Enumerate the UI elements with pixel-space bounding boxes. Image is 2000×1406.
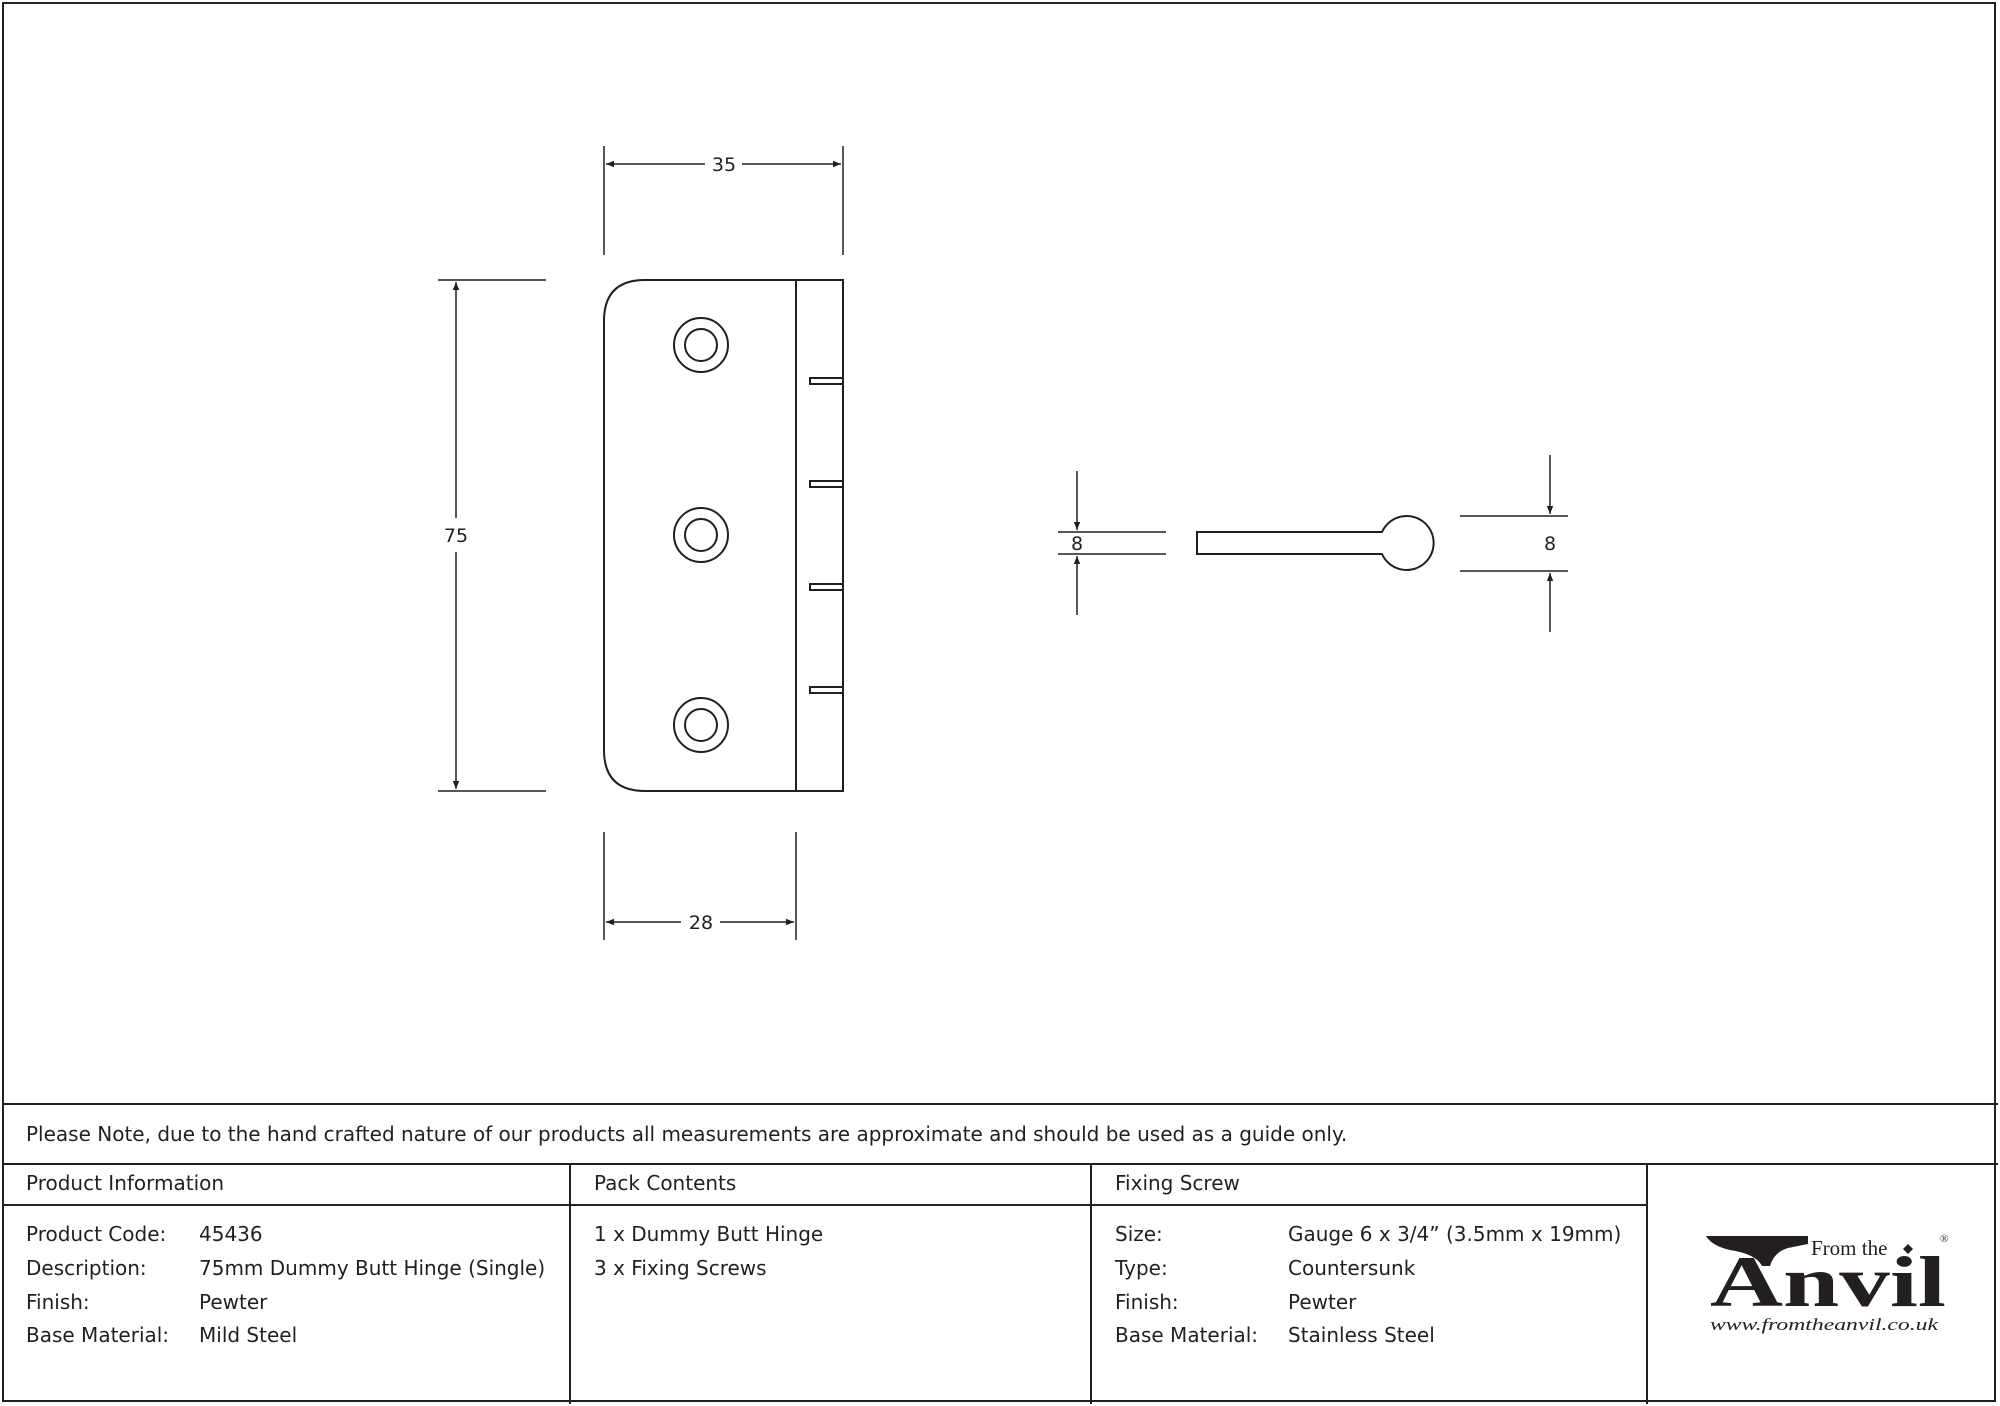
title-block-top-border	[2, 1103, 1998, 1105]
hinge-body	[603, 279, 844, 792]
anvil-icon	[1706, 1236, 1808, 1266]
pack-item-hinge: 1 x Dummy Butt Hinge	[594, 1222, 824, 1246]
screw-hole-top-inner	[684, 328, 718, 362]
dimension-width-bottom: 28	[689, 912, 713, 934]
screw-base-material-value: Stainless Steel	[1288, 1323, 1435, 1347]
logo-brand: Anvil	[1710, 1242, 1946, 1322]
screw-size-label: Size:	[1115, 1222, 1163, 1246]
knuckle-slot-4	[809, 686, 844, 694]
logo-from-the: From the	[1811, 1236, 1887, 1260]
dimension-thickness-right: 8	[1544, 533, 1556, 555]
base-material-value: Mild Steel	[199, 1323, 298, 1347]
column-divider-1	[569, 1163, 571, 1404]
description-value: 75mm Dummy Butt Hinge (Single)	[199, 1256, 546, 1280]
screw-type-label: Type:	[1115, 1256, 1168, 1280]
note-divider	[2, 1163, 1998, 1165]
screw-hole-bottom-inner	[684, 708, 718, 742]
header-divider	[2, 1204, 1648, 1206]
column-divider-3	[1646, 1163, 1648, 1404]
from-the-anvil-logo: From the ® Anvil www.fromtheanvil.co.uk	[1706, 1233, 1948, 1334]
finish-value: Pewter	[199, 1290, 268, 1314]
dimension-height-left: 75	[444, 525, 468, 547]
description-label: Description:	[26, 1256, 147, 1280]
pack-item-screws: 3 x Fixing Screws	[594, 1256, 767, 1280]
screw-base-material-label: Base Material:	[1115, 1323, 1259, 1347]
hinge-side-profile	[1196, 515, 1435, 571]
screw-finish-value: Pewter	[1288, 1290, 1357, 1314]
dimension-thickness-left: 8	[1071, 533, 1083, 555]
column-divider-2	[1090, 1163, 1092, 1404]
product-information-header: Product Information	[26, 1171, 225, 1195]
fixing-screw-header: Fixing Screw	[1115, 1171, 1240, 1195]
screw-hole-top-outer	[673, 317, 729, 373]
logo-registered: ®	[1940, 1233, 1948, 1245]
product-code-value: 45436	[199, 1222, 263, 1246]
knuckle-slot-3	[809, 583, 844, 591]
screw-finish-label: Finish:	[1115, 1290, 1179, 1314]
base-material-label: Base Material:	[26, 1323, 170, 1347]
knuckle-slot-1	[809, 377, 844, 385]
disclaimer-note: Please Note, due to the hand crafted nat…	[26, 1122, 1348, 1146]
screw-size-value: Gauge 6 x 3/4” (3.5mm x 19mm)	[1288, 1222, 1622, 1246]
screw-hole-middle-inner	[684, 518, 718, 552]
dimension-width-top: 35	[712, 154, 736, 176]
pack-contents-header: Pack Contents	[594, 1171, 737, 1195]
screw-type-value: Countersunk	[1288, 1256, 1416, 1280]
hinge-leaf-outline	[642, 280, 645, 791]
screw-hole-middle-outer	[673, 507, 729, 563]
technical-drawing: 35 75 28 8 8	[438, 146, 1568, 940]
product-code-label: Product Code:	[26, 1222, 167, 1246]
logo-diamond-icon	[1903, 1244, 1913, 1254]
logo-url: www.fromtheanvil.co.uk	[1710, 1315, 1939, 1334]
knuckle-slot-2	[809, 480, 844, 488]
screw-hole-bottom-outer	[673, 697, 729, 753]
finish-label: Finish:	[26, 1290, 90, 1314]
